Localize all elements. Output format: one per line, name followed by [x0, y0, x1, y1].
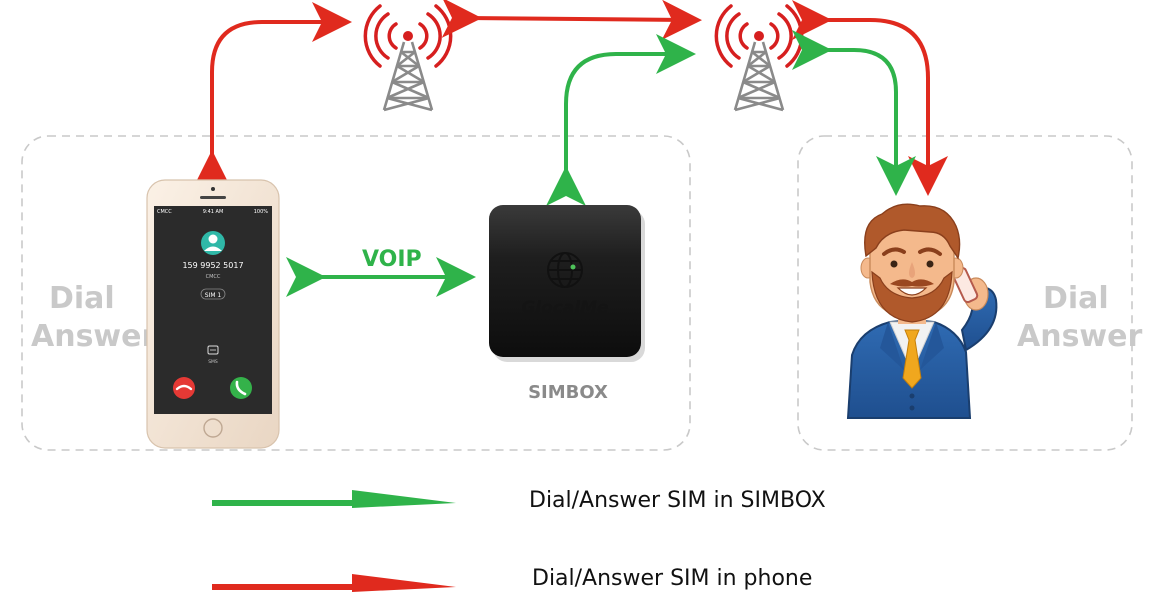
businessman-on-phone — [846, 203, 998, 419]
phone-network: CMCC — [206, 274, 221, 280]
right-zone — [797, 135, 1133, 451]
legend: Dial/Answer SIM in SIMBOX Dial/Answer SI… — [212, 488, 826, 592]
cell-tower-icon-right — [714, 4, 804, 112]
red-arrow-tower-tower — [441, 0, 702, 40]
simbox-label: SIMBOX — [528, 382, 608, 403]
left-zone-label-line2: Answer — [31, 319, 156, 354]
simbox-device: GlocalMe — [489, 205, 645, 362]
left-zone-label-line1: Dial — [49, 281, 115, 316]
globe-logo-icon — [547, 252, 583, 288]
home-button — [203, 418, 223, 438]
left-zone — [21, 135, 691, 451]
red-arrow-tower-person — [792, 0, 948, 196]
green-arrow-tower-person — [792, 30, 916, 196]
green-arrow-simbox-tower — [546, 34, 696, 206]
legend-green-arrow — [212, 490, 456, 508]
simbox-brand: GlocalMe — [521, 298, 608, 318]
contact-avatar-icon — [201, 231, 225, 255]
phone-battery: 100% — [254, 209, 269, 215]
cell-tower-icon-left — [363, 4, 453, 112]
phone-number: 159 9952 5017 — [182, 261, 243, 270]
right-zone-label-line1: Dial — [1043, 281, 1109, 316]
accept-call-icon — [230, 377, 252, 399]
right-zone-label-line2: Answer — [1017, 319, 1142, 354]
phone-sms-label: SMS — [208, 359, 218, 365]
legend-red-arrow — [212, 574, 456, 592]
phone-time: 9:41 AM — [203, 209, 224, 215]
phone-carrier: CMCC — [157, 209, 172, 215]
legend-green-text: Dial/Answer SIM in SIMBOX — [529, 488, 826, 513]
legend-red-text: Dial/Answer SIM in phone — [532, 566, 812, 591]
decline-call-icon — [173, 377, 195, 399]
smartphone: CMCC 9:41 AM 100% 159 9952 5017 CMCC SIM… — [146, 179, 280, 449]
red-arrow-phone-tower — [192, 2, 352, 190]
phone-sim-badge: SIM 1 — [205, 292, 222, 299]
voip-label: VOIP — [362, 247, 422, 272]
sms-icon — [207, 345, 219, 355]
